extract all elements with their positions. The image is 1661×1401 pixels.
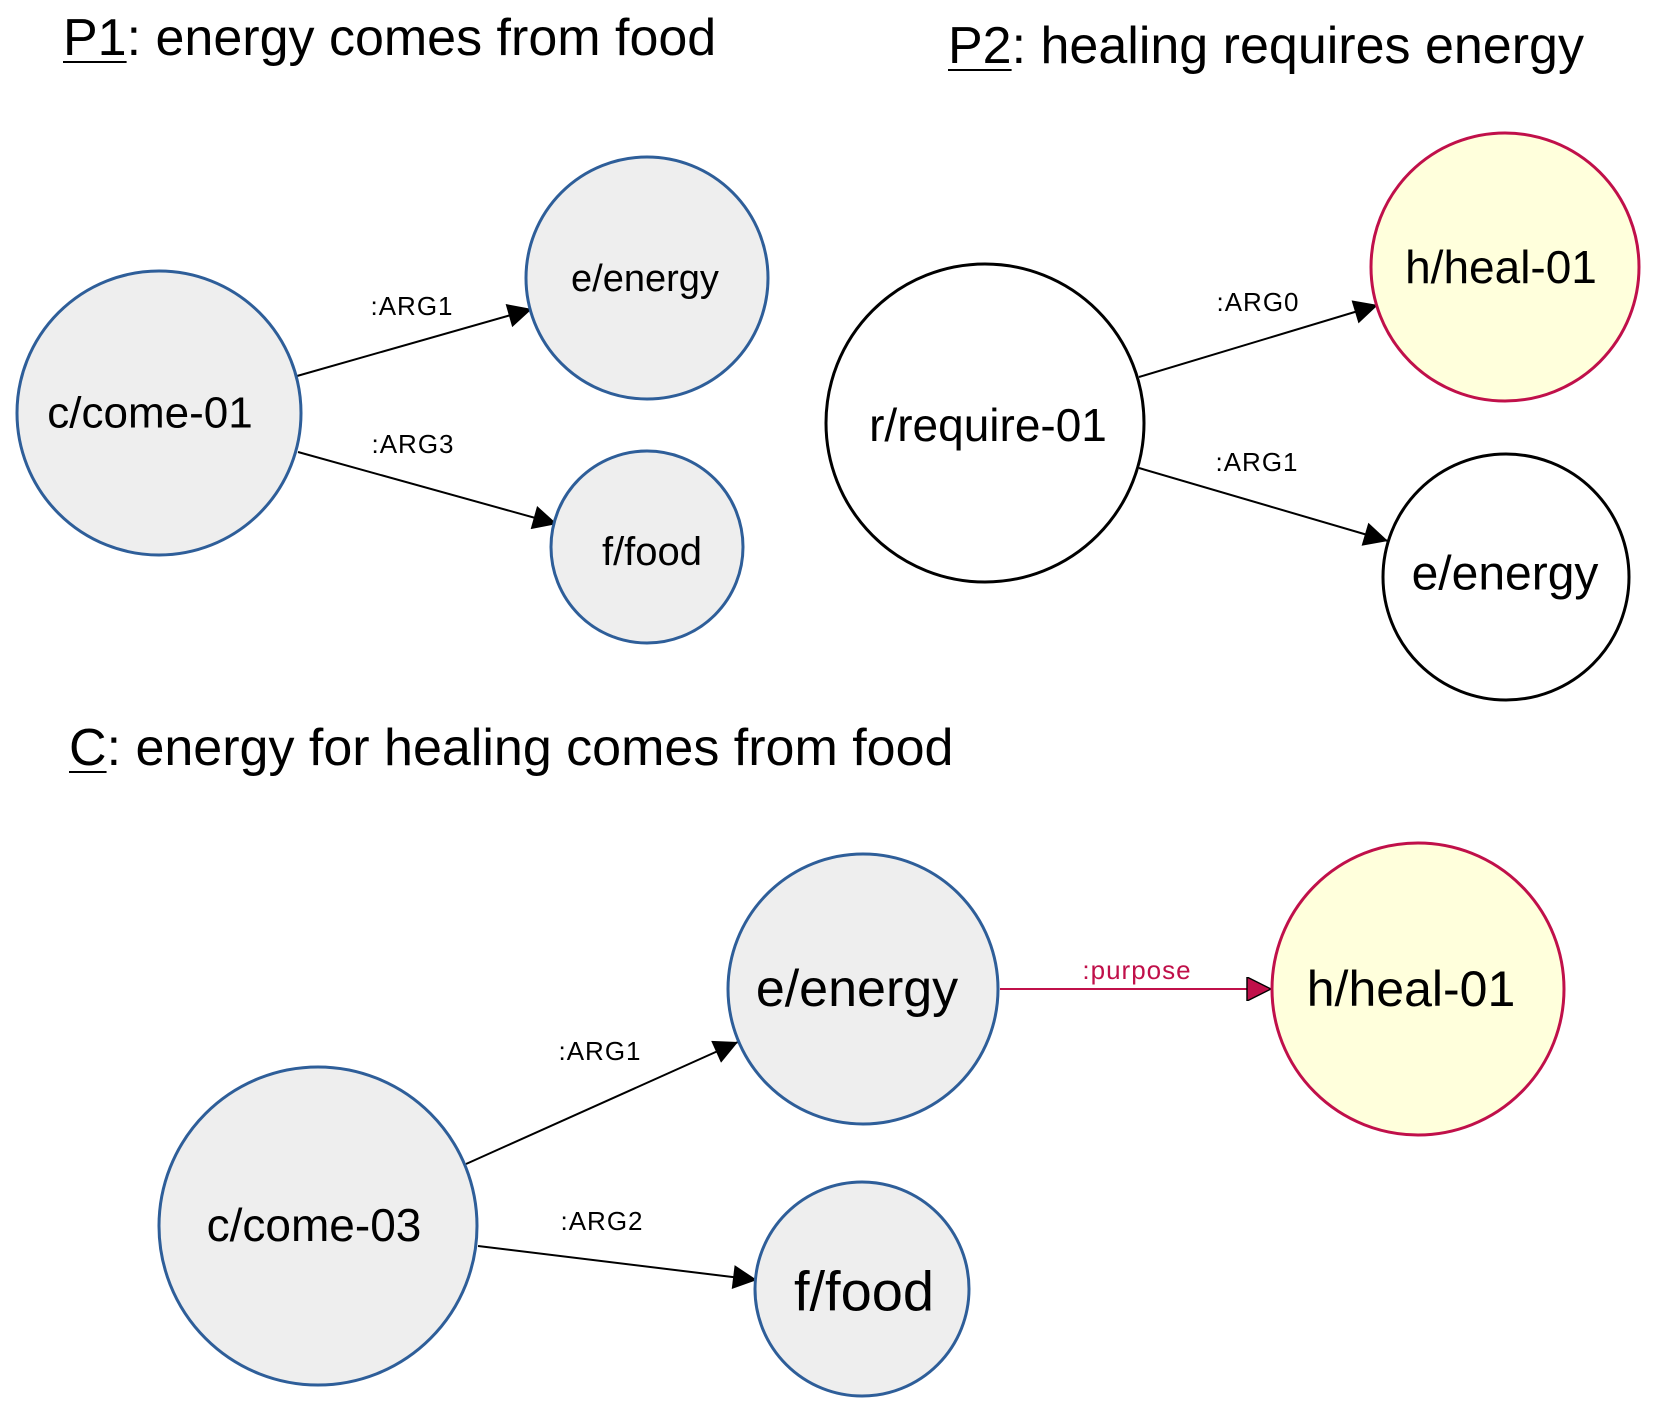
p2-edge-arg1-label: :ARG1 [1215, 447, 1298, 477]
p2-edge-arg0-line [1138, 300, 1379, 378]
c-node-food-circle [753, 1180, 971, 1398]
p1-edge-arg3-line [297, 451, 558, 530]
premise-1-sentence: : energy comes from food [126, 9, 717, 67]
p1-node-food-circle [549, 449, 745, 645]
c-edge-arg1-line [465, 1040, 739, 1165]
c-node-heal-label: h/heal-01 [1307, 961, 1516, 1017]
premise-1-graph: :ARG1 :ARG3 c/come-01 e/energy f/food [15, 155, 770, 645]
p2-edge-arg1-line [1138, 467, 1389, 546]
p1-node-come-circle [15, 269, 303, 557]
c-node-come-circle [157, 1065, 479, 1387]
p1-edge-arg1-line [296, 304, 533, 377]
p1-node-energy-label: e/energy [571, 258, 719, 300]
c-edge-purpose-label: :purpose [1082, 955, 1191, 985]
p1-node-food-label: f/food [602, 530, 702, 574]
premise-2-heading: P2: healing requires energy [948, 20, 1584, 72]
c-node-energy-label: e/energy [756, 960, 958, 1018]
c-node-come-label: c/come-03 [207, 1199, 422, 1251]
p1-edge-arg1-label: :ARG1 [370, 291, 453, 321]
p1-edge-arg3-label: :ARG3 [371, 429, 454, 459]
p2-node-energy-circle [1381, 452, 1631, 702]
c-edge-arg1-label: :ARG1 [558, 1036, 641, 1066]
p2-node-energy-label: e/energy [1412, 548, 1599, 601]
c-edge-arg2-line [477, 1245, 758, 1290]
c-node-food-label: f/food [794, 1260, 934, 1323]
conclusion-sentence: : energy for healing comes from food [106, 719, 954, 777]
premise-1-heading: P1: energy comes from food [63, 12, 716, 64]
premise-1-key: P1 [63, 9, 127, 67]
c-node-heal-circle [1270, 841, 1566, 1137]
p1-node-come-label: c/come-01 [47, 389, 252, 438]
p2-edge-arg0-label: :ARG0 [1216, 287, 1299, 317]
p2-node-heal-circle [1369, 131, 1641, 403]
conclusion-heading: C: energy for healing comes from food [69, 722, 953, 774]
p1-node-energy-circle [524, 155, 770, 401]
p2-node-require-circle [824, 262, 1146, 584]
premise-2-key: P2 [948, 17, 1012, 75]
c-edge-arg2-label: :ARG2 [560, 1206, 643, 1236]
premise-2-graph: :ARG0 :ARG1 r/require-01 h/heal-01 e/ene… [824, 131, 1641, 702]
conclusion-key: C [69, 719, 107, 777]
premise-2-sentence: : healing requires energy [1011, 17, 1584, 75]
conclusion-graph: :ARG1 :ARG2 :purpose c/come-03 e/energy … [157, 841, 1566, 1398]
p2-node-require-label: r/require-01 [869, 399, 1107, 451]
c-node-energy-circle [726, 852, 1000, 1126]
p2-node-heal-label: h/heal-01 [1405, 241, 1597, 293]
